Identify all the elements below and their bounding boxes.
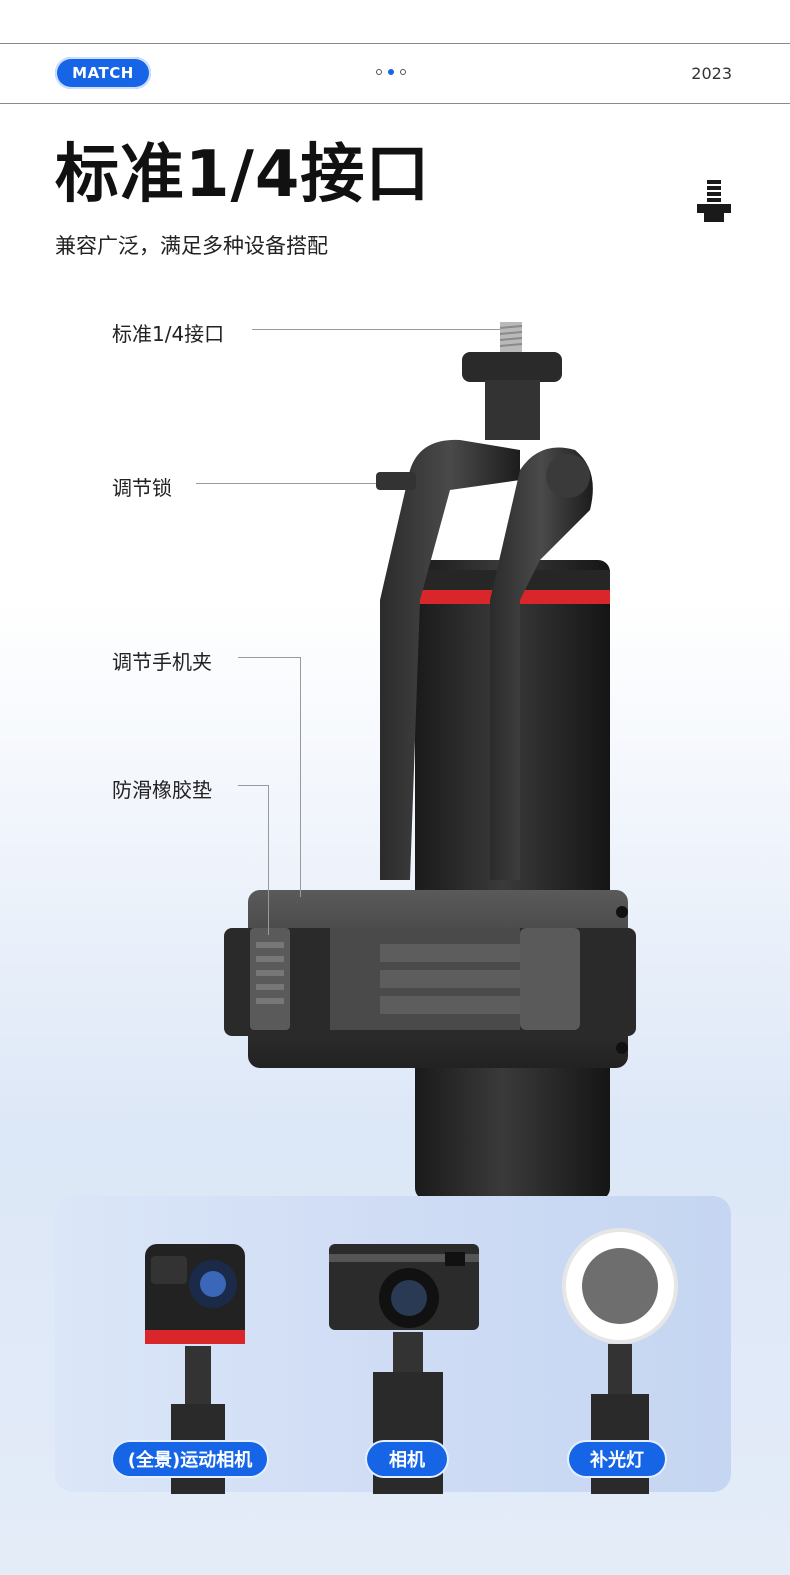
header-top-rule (0, 43, 790, 44)
leader-pad-h (238, 785, 268, 786)
device-label-ring-light: 补光灯 (569, 1442, 665, 1476)
pager-dot-3 (400, 69, 406, 75)
device-label-action-camera: (全景)运动相机 (113, 1442, 267, 1476)
leader-clamp-v (300, 657, 301, 897)
callout-lock: 调节锁 (112, 476, 172, 500)
page-title: 标准1/4接口 (55, 138, 431, 212)
page-subtitle: 兼容广泛，满足多种设备搭配 (55, 234, 328, 258)
pager-dot-1 (376, 69, 382, 75)
callout-screw: 标准1/4接口 (112, 322, 225, 346)
header-bottom-rule (0, 103, 790, 104)
leader-screw (252, 329, 500, 330)
leader-lock (196, 483, 376, 484)
pager-dot-2 (388, 69, 394, 75)
leader-pad-v (268, 785, 269, 935)
pager-dots (376, 69, 406, 75)
leader-clamp-h (238, 657, 300, 658)
compatible-devices-card: (全景)运动相机 相机 补光灯 (55, 1196, 731, 1494)
screw-icon (697, 180, 731, 222)
ring-light-icon (562, 1228, 678, 1494)
callout-clamp: 调节手机夹 (112, 650, 212, 674)
device-label-camera: 相机 (367, 1442, 447, 1476)
callout-pad: 防滑橡胶垫 (112, 778, 212, 802)
year-label: 2023 (691, 64, 732, 83)
match-badge: MATCH (55, 57, 151, 89)
